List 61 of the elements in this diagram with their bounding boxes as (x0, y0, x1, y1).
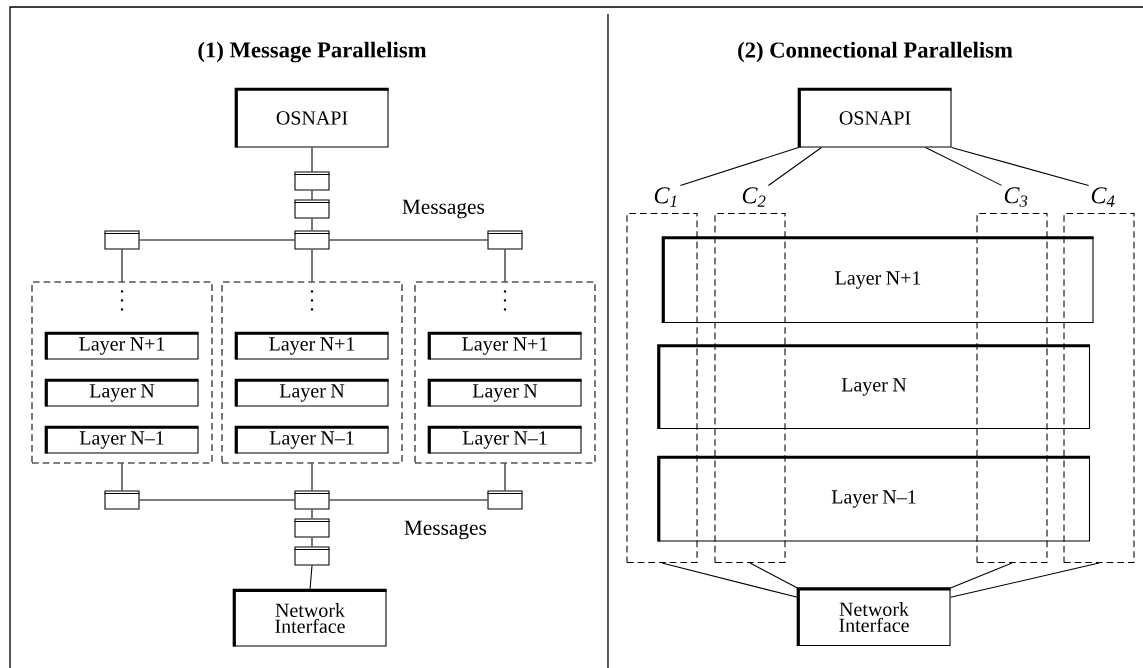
panel-heading: (1) Message Parallelism (198, 41, 427, 63)
node-label: C$_{2}$ (742, 187, 766, 207)
connector-line (329, 239, 488, 241)
layer-box: Layer N+1 (661, 236, 1094, 324)
message-box (103, 490, 141, 510)
connector-line (329, 499, 488, 501)
interface-box: Network Interface (232, 588, 387, 647)
connector-line (504, 249, 506, 282)
connector-line (311, 463, 313, 491)
message-box (293, 230, 331, 250)
message-box (486, 490, 524, 510)
connector-line (121, 463, 123, 491)
layer-box: Layer N–1 (234, 425, 389, 454)
message-label: Messages (404, 520, 487, 540)
connector-line (767, 147, 822, 186)
connector-line (925, 147, 1003, 186)
connector-line (504, 463, 506, 491)
connector-line (749, 562, 798, 589)
connector-line (311, 537, 313, 547)
message-box (293, 490, 331, 510)
process-box: OSNAPI (234, 87, 389, 148)
connector-line (311, 218, 313, 231)
layer-box: Layer N–1 (657, 455, 1091, 542)
interface-box: Network Interface (796, 587, 951, 647)
layer-box: Layer N+1 (427, 331, 582, 360)
node-label: C$_{3}$ (1004, 187, 1028, 207)
connector-line (950, 562, 1100, 598)
connector-line (311, 147, 313, 172)
connector-line (121, 249, 123, 282)
panel-heading: (2) Connectional Parallelism (738, 41, 1013, 63)
connector-line (311, 509, 313, 519)
message-box (293, 199, 331, 219)
layer-box: Layer N (427, 378, 582, 407)
layer-box: Layer N (44, 378, 199, 407)
layer-box: Layer N+1 (234, 331, 389, 360)
connector-line (309, 565, 313, 590)
connector-line (311, 190, 313, 200)
dashed-group-box (221, 281, 403, 464)
message-box (103, 230, 141, 250)
connector-line (950, 562, 1013, 589)
layer-box: Layer N (234, 378, 389, 407)
node-label: C$_{1}$ (654, 187, 677, 207)
connector-line (679, 147, 799, 186)
message-box (293, 518, 331, 538)
connector-line (951, 147, 1090, 186)
dashed-group-box (31, 281, 213, 464)
node-label: C$_{4}$ (1091, 187, 1115, 207)
connector-line (139, 239, 295, 241)
connector-line (139, 499, 295, 501)
message-label: Messages (402, 199, 485, 219)
layer-box: Layer N–1 (44, 425, 199, 454)
layer-box: Layer N+1 (44, 331, 199, 360)
dashed-group-box (414, 281, 596, 464)
message-box (486, 230, 524, 250)
layer-box: Layer N–1 (427, 425, 582, 454)
message-box (293, 546, 331, 566)
message-box (293, 171, 331, 191)
process-box: OSNAPI (797, 87, 952, 148)
connector-line (311, 249, 313, 282)
connector-line (661, 562, 798, 598)
layer-box: Layer N (657, 344, 1091, 430)
